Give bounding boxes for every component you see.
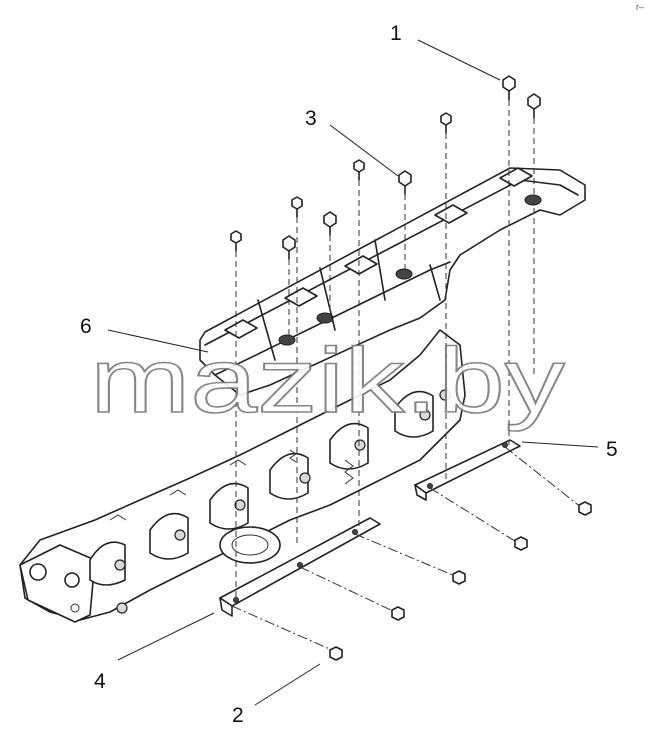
callout-3: 3 <box>305 107 317 130</box>
bolt-icon <box>391 606 405 621</box>
bracket-right <box>414 439 521 501</box>
top-bolts <box>230 75 541 260</box>
bolt-icon <box>440 112 452 134</box>
leader-lines <box>107 39 599 706</box>
bottom-bolts <box>329 501 592 661</box>
callout-4: 4 <box>94 670 106 693</box>
manifold-ports <box>89 390 434 586</box>
corner-mark: r– <box>636 2 644 12</box>
bolt-icon <box>282 235 296 260</box>
callout-1: 1 <box>390 22 402 45</box>
bolt-icon <box>527 93 541 119</box>
bolt-icon <box>329 646 343 661</box>
bolt-icon <box>230 230 242 252</box>
bolt-icon <box>502 75 516 101</box>
watermark: mazik.by <box>90 330 565 432</box>
bolt-icon <box>514 536 528 551</box>
diagonal-assembly-lines <box>231 446 583 651</box>
heat-shield <box>199 167 586 396</box>
bolt-icon <box>578 501 592 516</box>
heat-shield-pads <box>224 167 533 339</box>
bracket-left <box>219 517 381 617</box>
callout-2: 2 <box>232 704 244 727</box>
callout-6: 6 <box>80 315 92 338</box>
bolt-icon <box>323 211 337 236</box>
bolt-icon <box>452 570 466 585</box>
manifold-studs <box>114 389 451 614</box>
heat-shield-holes <box>278 194 542 346</box>
bolt-icon <box>353 159 365 181</box>
callout-5: 5 <box>606 438 618 461</box>
bolt-icon <box>398 170 412 195</box>
exhaust-manifold <box>19 329 466 623</box>
bolt-icon <box>291 196 303 218</box>
vertical-assembly-lines <box>235 100 535 598</box>
